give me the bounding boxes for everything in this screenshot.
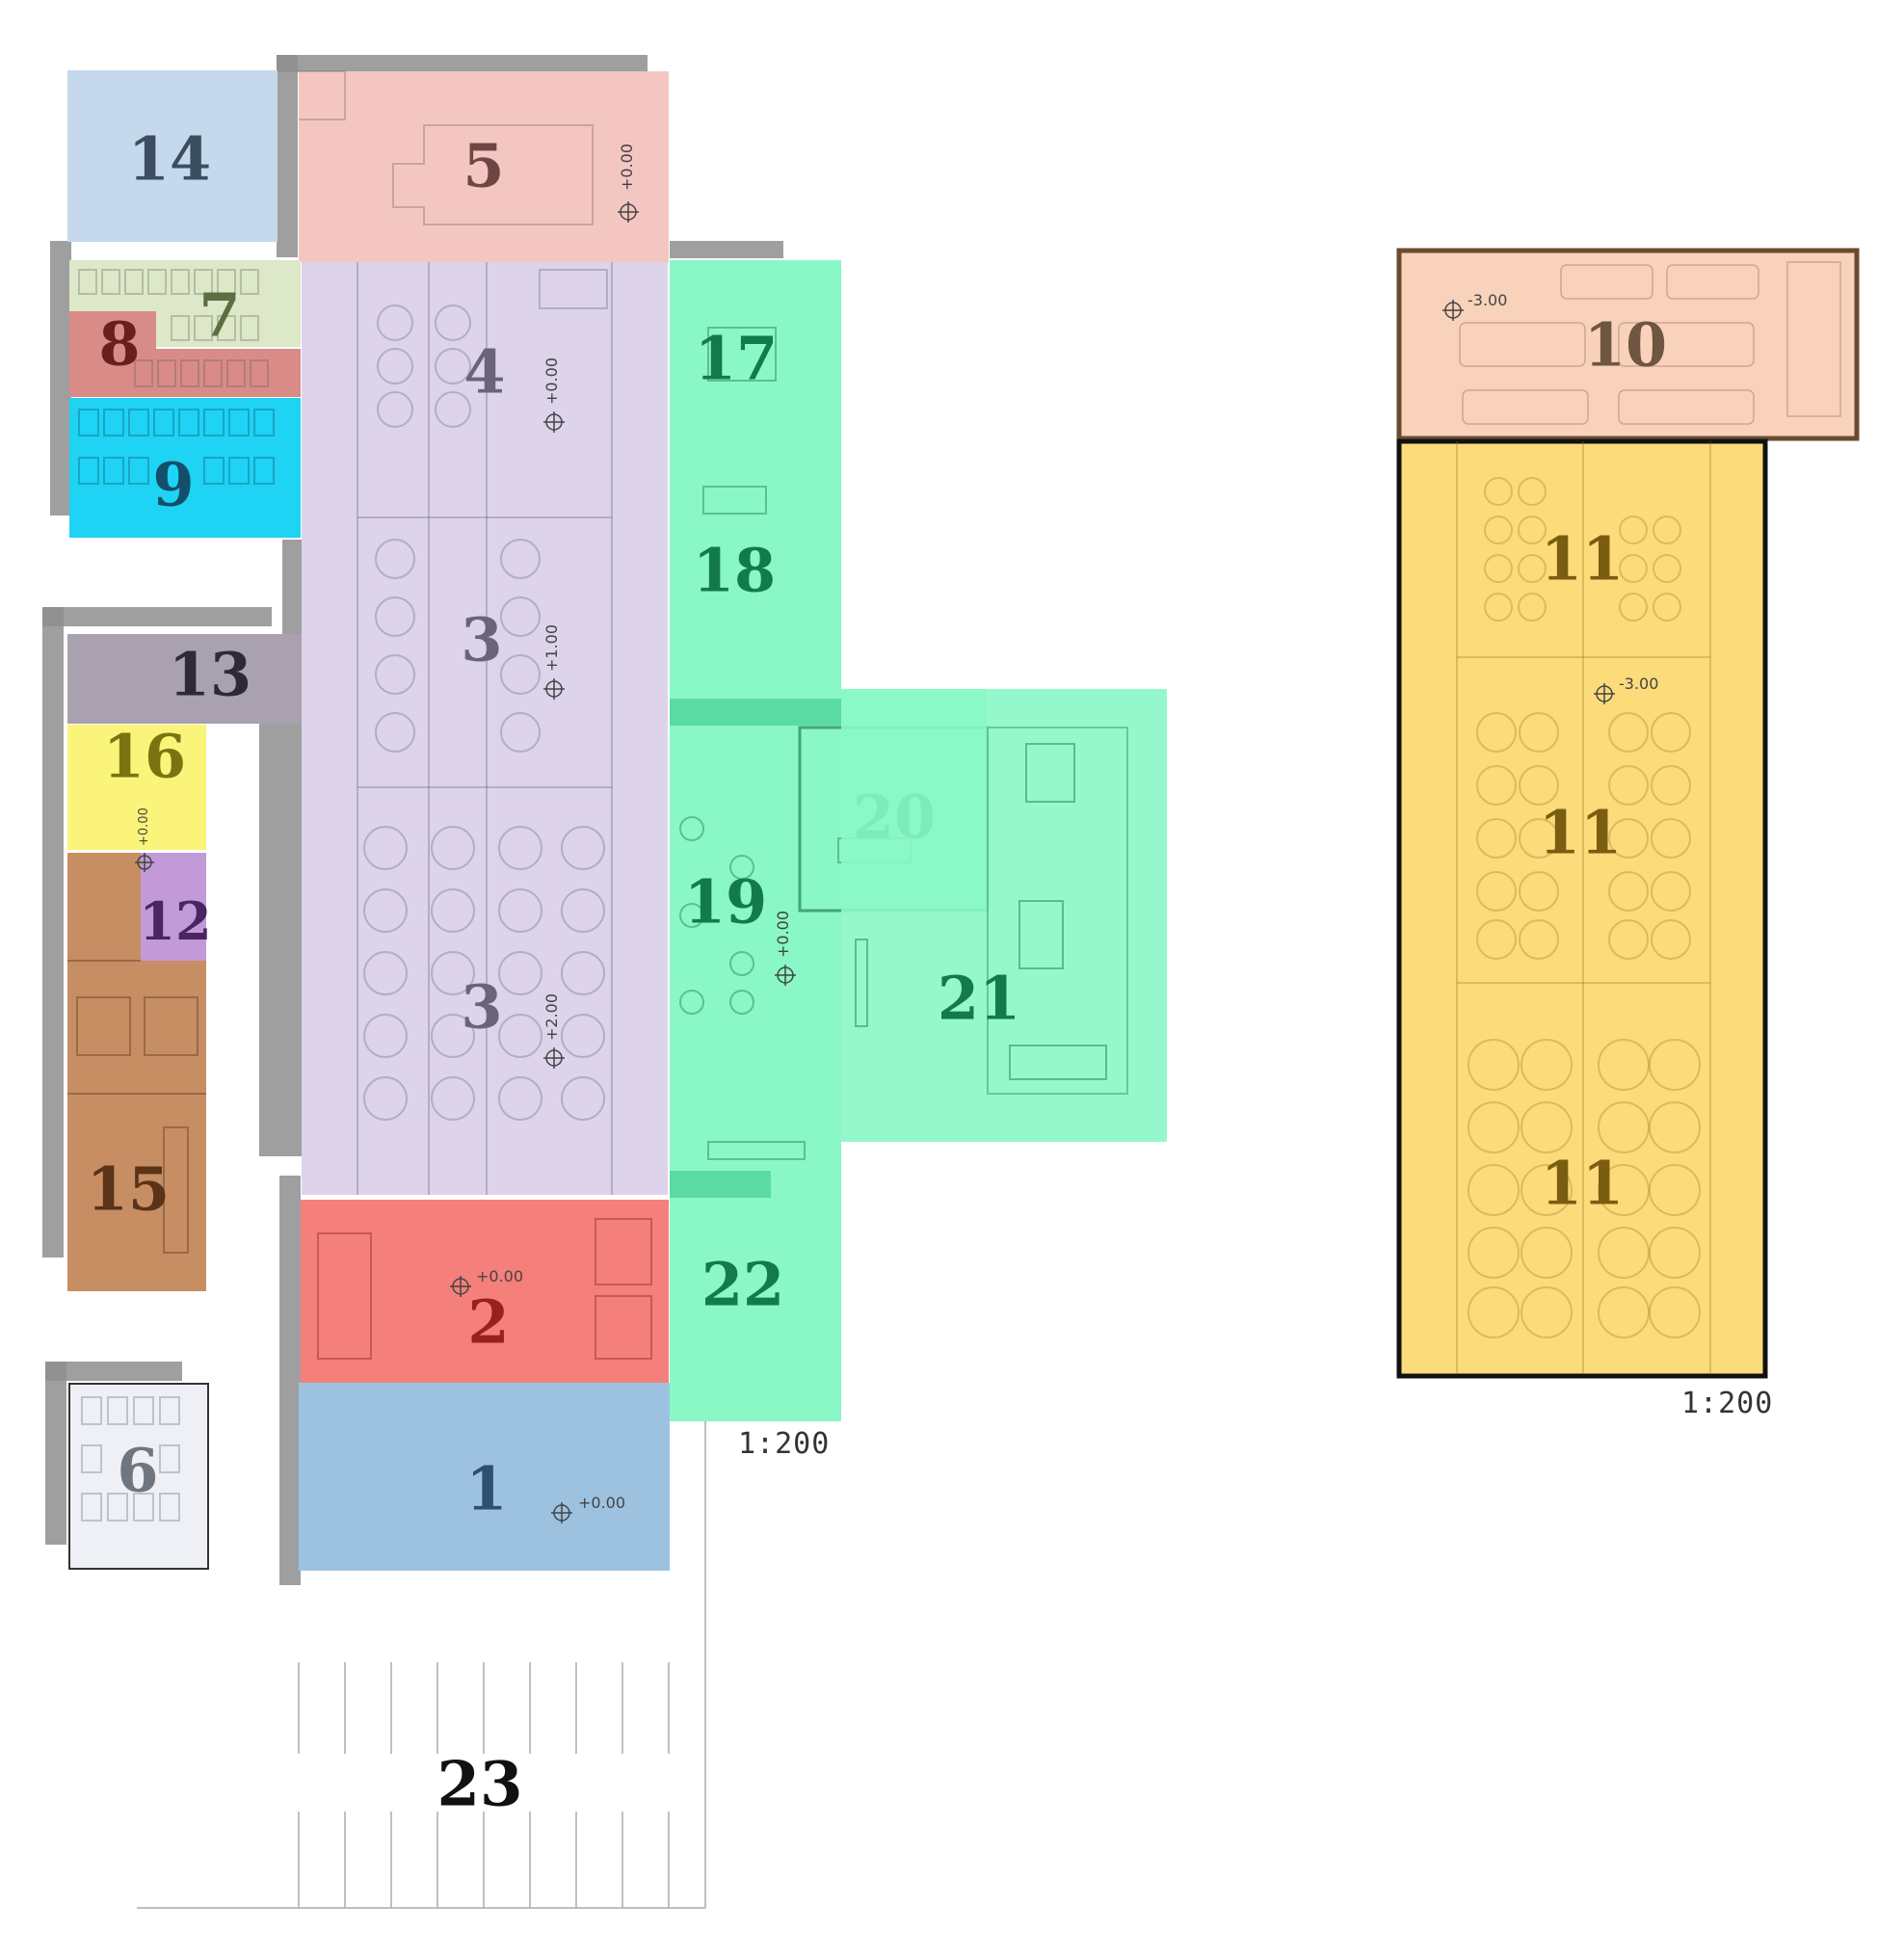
room-21-area: [841, 689, 1167, 1142]
room-11c-label: 11: [1541, 1149, 1624, 1219]
room-14-area: [67, 70, 278, 242]
level-text-19: +0.00: [774, 911, 792, 958]
room-22: 22: [670, 1141, 841, 1421]
room-2-label: 2: [467, 1287, 509, 1358]
room-22-label: 22: [701, 1250, 784, 1320]
room-12-area: [141, 853, 206, 961]
room-8: 8: [69, 309, 301, 397]
room-15-area: [67, 853, 206, 1291]
room-5-area: [299, 71, 669, 262]
room-14: 14: [67, 70, 278, 242]
room-9: 9: [69, 398, 301, 538]
level-text-1: +0.00: [578, 1494, 625, 1512]
room-13-label: 13: [169, 640, 251, 710]
room-16: 16: [67, 722, 206, 850]
room-12: 12: [139, 853, 212, 961]
room-15: 15: [67, 853, 206, 1291]
level-text-10: -3.00: [1468, 291, 1507, 309]
level-text-16: +0.00: [137, 807, 151, 846]
room-18-area: [670, 443, 841, 689]
room-21: 21: [841, 689, 1167, 1142]
room-21-label: 21: [938, 964, 1020, 1034]
room-11b-label: 11: [1539, 798, 1622, 868]
room-3b-label: 3: [461, 972, 502, 1043]
central-hall: 4 3 3: [302, 262, 668, 1195]
room-17-area: [670, 260, 841, 443]
room-16-label: 16: [103, 722, 186, 792]
room-14-label: 14: [128, 124, 211, 195]
walls: [42, 55, 783, 1585]
level-marker-1: +0.00: [551, 1494, 625, 1523]
level-text-3a: +1.00: [542, 624, 561, 672]
room-5-label: 5: [463, 131, 504, 201]
level-marker-11: -3.00: [1594, 675, 1658, 704]
room-10-area: [1396, 248, 1860, 441]
scale-label-main: 1:200: [738, 1427, 830, 1461]
room-16-area: [67, 725, 206, 850]
level-text-2: +0.00: [476, 1267, 523, 1285]
room-19: 19: [670, 689, 959, 1142]
level-marker-4: +0.00: [542, 357, 565, 433]
room-23-parking: 23: [137, 1421, 706, 1909]
level-text-5: +0.00: [618, 144, 636, 191]
room-1-area: [299, 1383, 670, 1571]
room-3a-label: 3: [461, 605, 502, 675]
level-marker-10: -3.00: [1442, 291, 1507, 321]
room-10: 10: [1396, 248, 1860, 441]
room-18-label: 18: [693, 536, 776, 606]
room-5: 5: [299, 70, 669, 262]
room-11a-label: 11: [1541, 524, 1624, 595]
room-11: 11 11 11: [1396, 438, 1768, 1379]
room-13-area: [67, 634, 302, 724]
scale-label-right: 1:200: [1681, 1387, 1773, 1420]
level-marker-16: +0.00: [135, 807, 154, 872]
room-17-label: 17: [695, 324, 778, 394]
room-2: 2: [301, 1200, 669, 1383]
room-13: 13: [67, 634, 302, 724]
room-8-area: [69, 311, 301, 397]
level-text-11: -3.00: [1619, 675, 1658, 693]
room-2-area: [301, 1200, 669, 1383]
room-6: 6: [68, 1383, 209, 1570]
level-text-4: +0.00: [542, 357, 561, 405]
level-text-3b: +2.00: [542, 993, 561, 1041]
room-18: 18: [670, 443, 841, 689]
level-marker-19: +0.00: [774, 911, 796, 986]
room-10-label: 10: [1584, 310, 1667, 381]
room-9-area: [69, 398, 301, 538]
room-4-area: [302, 262, 668, 517]
room-6-label: 6: [117, 1436, 158, 1506]
room-9-label: 9: [152, 450, 194, 520]
level-markers: +0.00 +0.00 +1.00 +2.00 +0.00: [135, 144, 1658, 1523]
room-3b-area: [302, 787, 668, 1195]
room-19-label: 19: [684, 867, 767, 938]
level-marker-5: +0.00: [618, 144, 639, 223]
room-17: 17: [670, 260, 841, 443]
room-4-label: 4: [463, 337, 505, 408]
room-7-label: 7: [198, 280, 240, 351]
room-1: 1: [299, 1383, 670, 1571]
room-11-area: [1396, 438, 1768, 1379]
level-marker-2: +0.00: [450, 1267, 523, 1297]
room-12-label: 12: [139, 890, 211, 952]
room-6-area: [68, 1383, 209, 1570]
level-marker-3a: +1.00: [542, 624, 565, 700]
room-3a-area: [302, 517, 668, 787]
level-marker-3b: +2.00: [542, 993, 565, 1069]
room-8-label: 8: [98, 309, 140, 380]
room-1-label: 1: [465, 1454, 507, 1524]
room-23-label: 23: [436, 1749, 522, 1821]
room-15-label: 15: [87, 1154, 170, 1225]
